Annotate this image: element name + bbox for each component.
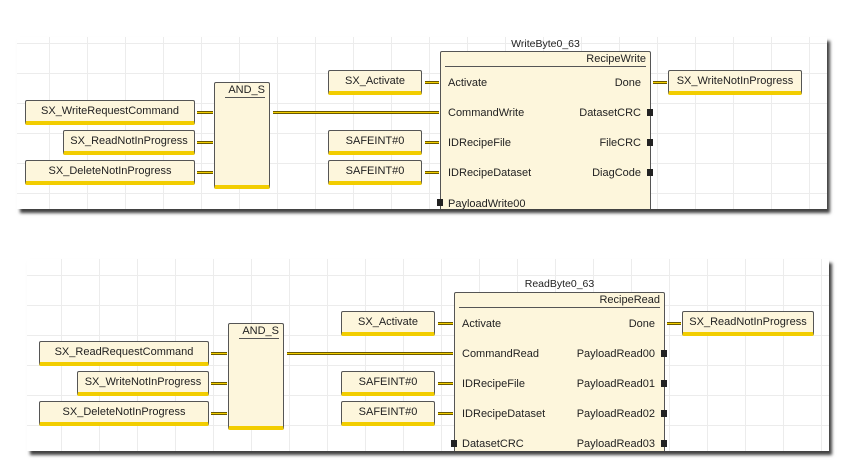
fb-type: RecipeRead bbox=[459, 294, 660, 308]
unconnected-pin-marker[interactable] bbox=[437, 199, 443, 206]
wire bbox=[197, 141, 213, 144]
pin-activate: Activate bbox=[462, 318, 502, 330]
pin-payload-read01: PayloadRead01 bbox=[576, 378, 655, 390]
const-id-recipe-file[interactable]: SAFEINT#0 bbox=[328, 130, 422, 155]
fb-type: RecipeWrite bbox=[445, 53, 646, 67]
fb-instance-name: WriteByte0_63 bbox=[511, 38, 580, 50]
pin-id-recipe-file: IDRecipeFile bbox=[448, 137, 511, 149]
pin-payload-read02: PayloadRead02 bbox=[576, 408, 655, 420]
wire bbox=[425, 81, 439, 84]
unconnected-pin-marker[interactable] bbox=[661, 410, 667, 417]
const-id-recipe-file[interactable]: SAFEINT#0 bbox=[341, 371, 435, 396]
wire bbox=[211, 352, 227, 355]
pin-dataset-crc: DatasetCRC bbox=[579, 107, 641, 119]
pin-payload-read03: PayloadRead03 bbox=[576, 438, 655, 450]
pin-done: Done bbox=[614, 77, 641, 89]
wire bbox=[438, 412, 453, 415]
recipe-read-block[interactable]: RecipeRead Activate CommandRead IDRecipe… bbox=[454, 292, 665, 451]
wire bbox=[438, 382, 453, 385]
unconnected-pin-marker[interactable] bbox=[661, 380, 667, 387]
pin-diag-code: DiagCode bbox=[592, 167, 641, 179]
pin-payload-read00: PayloadRead00 bbox=[576, 348, 655, 360]
pin-id-recipe-dataset: IDRecipeDataset bbox=[448, 167, 532, 179]
pin-command-read: CommandRead bbox=[462, 348, 540, 360]
pin-command-write: CommandWrite bbox=[448, 107, 525, 119]
wire bbox=[197, 171, 213, 174]
input-var-delete-not-in-progress[interactable]: SX_DeleteNotInProgress bbox=[39, 401, 209, 426]
input-var-write-request[interactable]: SX_WriteRequestCommand bbox=[25, 100, 195, 125]
input-var-read-request[interactable]: SX_ReadRequestCommand bbox=[39, 341, 209, 366]
and-block-type: AND_S bbox=[239, 325, 279, 339]
and-block[interactable]: AND_S bbox=[214, 82, 270, 189]
wire bbox=[197, 111, 213, 114]
and-block[interactable]: AND_S bbox=[228, 323, 284, 430]
wire bbox=[425, 171, 439, 174]
output-var-write-not-in-progress[interactable]: SX_WriteNotInProgress bbox=[668, 70, 802, 95]
wire bbox=[425, 141, 439, 144]
wire-and-to-command bbox=[287, 352, 453, 355]
pin-id-recipe-dataset: IDRecipeDataset bbox=[462, 408, 546, 420]
write-network-panel: SX_WriteRequestCommand SX_ReadNotInProgr… bbox=[17, 37, 827, 209]
unconnected-pin-marker[interactable] bbox=[647, 109, 653, 116]
wire bbox=[667, 322, 681, 325]
wire bbox=[211, 382, 227, 385]
pin-payload-write00: PayloadWrite00 bbox=[448, 198, 526, 209]
pin-id-recipe-file: IDRecipeFile bbox=[462, 378, 525, 390]
input-var-delete-not-in-progress[interactable]: SX_DeleteNotInProgress bbox=[25, 160, 195, 185]
unconnected-pin-marker[interactable] bbox=[647, 139, 653, 146]
const-activate[interactable]: SX_Activate bbox=[341, 311, 435, 336]
input-var-write-not-in-progress[interactable]: SX_WriteNotInProgress bbox=[77, 371, 209, 396]
const-id-recipe-dataset[interactable]: SAFEINT#0 bbox=[328, 160, 422, 185]
wire bbox=[653, 81, 667, 84]
output-var-read-not-in-progress[interactable]: SX_ReadNotInProgress bbox=[682, 311, 814, 336]
unconnected-pin-marker[interactable] bbox=[661, 350, 667, 357]
read-network-panel: SX_ReadRequestCommand SX_WriteNotInProgr… bbox=[27, 259, 829, 451]
const-id-recipe-dataset[interactable]: SAFEINT#0 bbox=[341, 401, 435, 426]
wire bbox=[211, 412, 227, 415]
unconnected-pin-marker[interactable] bbox=[451, 440, 457, 447]
unconnected-pin-marker[interactable] bbox=[661, 440, 667, 447]
and-block-type: AND_S bbox=[225, 84, 265, 98]
input-var-read-not-in-progress[interactable]: SX_ReadNotInProgress bbox=[63, 130, 195, 155]
pin-done: Done bbox=[628, 318, 655, 330]
pin-dataset-crc: DatasetCRC bbox=[462, 438, 524, 450]
const-activate[interactable]: SX_Activate bbox=[328, 70, 422, 95]
pin-file-crc: FileCRC bbox=[599, 137, 641, 149]
wire bbox=[438, 322, 453, 325]
pin-activate: Activate bbox=[448, 77, 488, 89]
fb-instance-name: ReadByte0_63 bbox=[524, 278, 595, 290]
wire-and-to-command bbox=[273, 111, 439, 114]
recipe-write-block[interactable]: RecipeWrite Activate CommandWrite IDReci… bbox=[440, 51, 651, 209]
unconnected-pin-marker[interactable] bbox=[647, 169, 653, 176]
